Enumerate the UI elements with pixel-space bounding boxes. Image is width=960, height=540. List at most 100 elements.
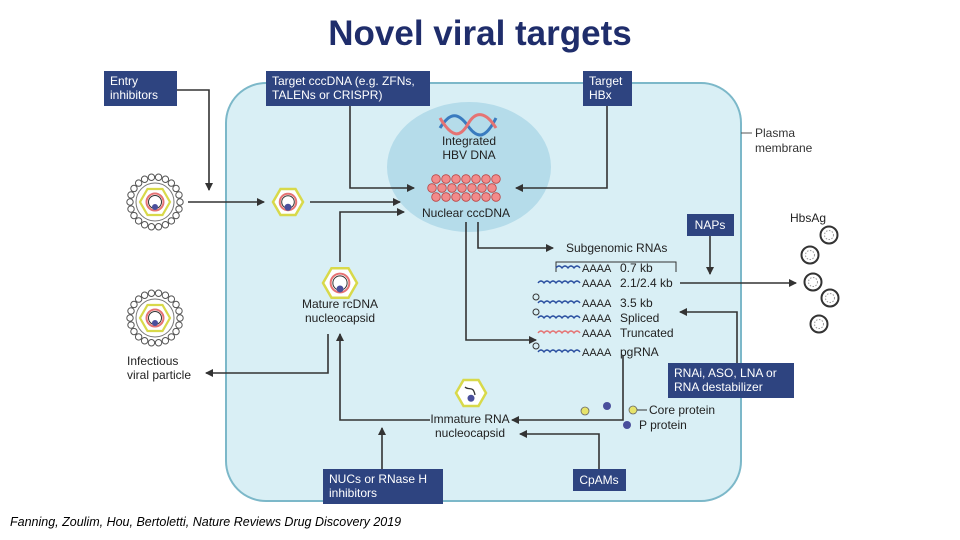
svg-text:Target cccDNA (e.g. ZFNs,: Target cccDNA (e.g. ZFNs,: [272, 74, 415, 88]
svg-text:inhibitors: inhibitors: [329, 486, 377, 500]
mature-nucleocapsid-label-2: nucleocapsid: [305, 311, 375, 325]
cccdna-bead: [467, 183, 477, 193]
subgenomic-rnas-label: Subgenomic RNAs: [566, 241, 667, 255]
arrow-rnai: [679, 308, 738, 363]
cccdna-bead: [477, 183, 487, 193]
svg-text:NUCs or RNase H: NUCs or RNase H: [329, 472, 427, 486]
plasma-membrane-label: Plasma: [755, 126, 795, 140]
cccdna-bead: [447, 183, 457, 193]
arrow-recycling: [339, 208, 405, 262]
p-protein-legend-dot: [623, 421, 631, 429]
core-protein-dot: [580, 406, 590, 416]
cccdna-bead: [431, 192, 441, 202]
rna-species-label: pgRNA: [620, 345, 659, 359]
cccdna-bead: [491, 192, 501, 202]
p-protein-dot: [603, 402, 611, 410]
cccdna-bead: [457, 183, 467, 193]
cccdna-icon: [427, 174, 501, 202]
integrated-dna-label: Integrated: [442, 134, 496, 148]
svg-text:CpAMs: CpAMs: [579, 473, 618, 487]
mature-nucleocapsid-label: Mature rcDNA: [302, 297, 378, 311]
hbsag-particle: [820, 288, 840, 308]
arrow-encapsidation: [511, 355, 624, 424]
arrow-cpams: [519, 430, 600, 469]
svg-text:RNA destabilizer: RNA destabilizer: [674, 380, 763, 394]
mature-nucleocapsid-icon: [321, 267, 359, 299]
arrow-maturation: [336, 333, 430, 421]
infectious-particle-label-2: viral particle: [127, 368, 191, 382]
cccdna-bead: [427, 183, 437, 193]
naps-box: NAPs: [687, 214, 734, 236]
cccdna-bead: [471, 174, 481, 184]
rna-species-label: Truncated: [620, 326, 674, 340]
rna-species-label: Spliced: [620, 311, 659, 325]
target-hbx-box: Target HBx: [583, 71, 632, 106]
entry-inhibitors-box: Entry inhibitors: [104, 71, 177, 106]
svg-text:Target: Target: [589, 74, 623, 88]
cccdna-bead: [431, 174, 441, 184]
arrow-entry-inhibitors: [177, 89, 213, 191]
arrow-target-cccdna: [349, 106, 415, 192]
infectious-virion-icon: [126, 289, 184, 347]
nucleus: [387, 102, 551, 232]
hbsag-particle: [819, 225, 839, 245]
p-protein-label: P protein: [639, 418, 687, 432]
incoming-virion-icon: [126, 173, 184, 231]
cccdna-bead: [461, 174, 471, 184]
integrated-dna-label-2: HBV DNA: [442, 148, 495, 162]
cccdna-bead: [451, 192, 461, 202]
cccdna-bead: [451, 174, 461, 184]
hbsag-label: HbsAg: [790, 211, 826, 225]
svg-text:HBx: HBx: [589, 88, 612, 102]
svg-text:inhibitors: inhibitors: [110, 88, 158, 102]
cccdna-bead: [437, 183, 447, 193]
core-protein-legend-dot: [628, 405, 638, 415]
rna-polya-tail: AAAA: [582, 263, 612, 275]
rnai-box: RNAi, ASO, LNA or RNA destabilizer: [668, 363, 794, 398]
rna-polya-tail: AAAA: [582, 298, 612, 310]
plasma-membrane-label-2: membrane: [755, 141, 813, 155]
citation: Fanning, Zoulim, Hou, Bertoletti, Nature…: [10, 515, 402, 529]
rna-species-label: 3.5 kb: [620, 296, 653, 310]
cccdna-bead: [441, 174, 451, 184]
core-protein-label: Core protein: [649, 403, 715, 417]
cccdna-bead: [461, 192, 471, 202]
hbsag-particle: [809, 314, 829, 334]
nucs-box: NUCs or RNase H inhibitors: [323, 469, 443, 504]
entering-nucleocapsid-icon: [271, 187, 305, 217]
rna-species-label: 0.7 kb: [620, 261, 653, 275]
immature-nucleocapsid-label-2: nucleocapsid: [435, 426, 505, 440]
immature-nucleocapsid-icon: [454, 378, 488, 408]
arrow-pgrna: [465, 222, 537, 344]
integrated-dna-icon: [438, 113, 498, 137]
svg-text:TALENs or CRISPR): TALENs or CRISPR): [272, 88, 382, 102]
cccdna-bead: [487, 183, 497, 193]
cccdna-bead: [481, 192, 491, 202]
hbsag-particles: [800, 225, 840, 334]
infectious-particle-label: Infectious: [127, 354, 178, 368]
svg-text:RNAi, ASO, LNA or: RNAi, ASO, LNA or: [674, 366, 777, 380]
rna-species-label: 2.1/2.4 kb: [620, 276, 673, 290]
rna-species-row: AAAA Spliced: [532, 308, 659, 325]
svg-text:NAPs: NAPs: [695, 218, 726, 232]
arrow-release: [205, 334, 329, 377]
cccdna-bead: [471, 192, 481, 202]
rna-species-row: AAAA Truncated: [537, 326, 674, 340]
cccdna-bead: [481, 174, 491, 184]
rna-polya-tail: AAAA: [582, 313, 612, 325]
target-cccdna-box: Target cccDNA (e.g. ZFNs, TALENs or CRIS…: [266, 71, 430, 106]
arrow-subgenomic: [477, 222, 554, 252]
page-title: Novel viral targets: [328, 14, 632, 53]
cccdna-bead: [491, 174, 501, 184]
cccdna-bead: [441, 192, 451, 202]
nuclear-cccdna-label: Nuclear cccDNA: [422, 206, 510, 220]
arrow-target-hbx: [515, 106, 608, 192]
rna-species-row: AAAA 3.5 kb: [532, 293, 653, 310]
rna-species-row: AAAA 0.7 kb: [555, 261, 653, 275]
rna-polya-tail: AAAA: [582, 328, 612, 340]
svg-text:Entry: Entry: [110, 74, 138, 88]
